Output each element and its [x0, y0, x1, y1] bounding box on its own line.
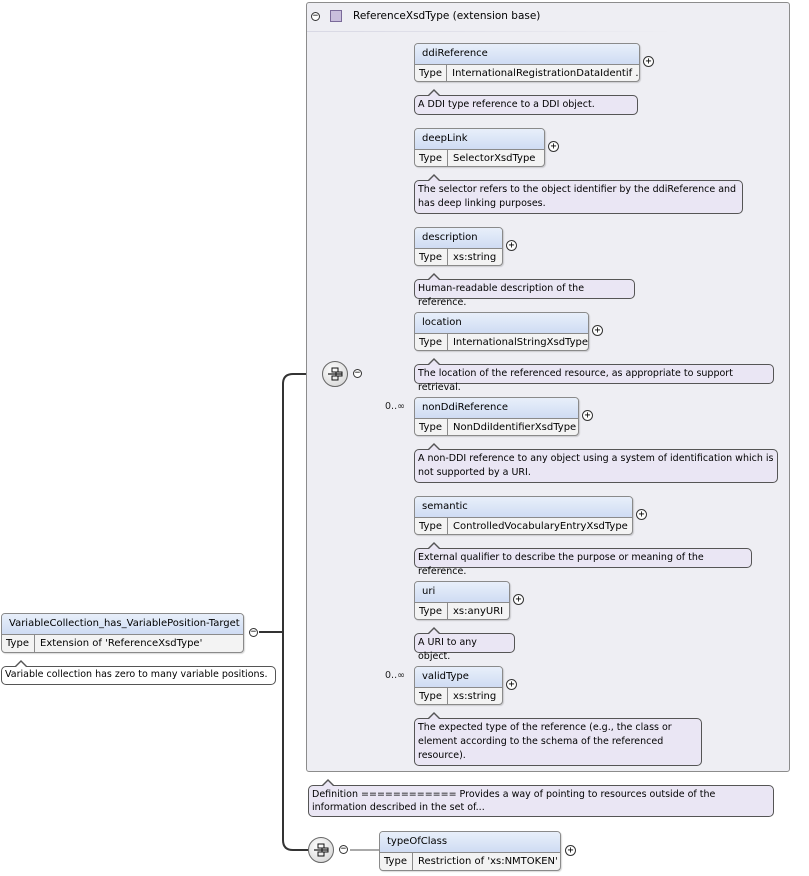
sequence-collapse-button[interactable]: − [353, 368, 362, 378]
sequence-compositor-icon-2[interactable] [308, 837, 334, 863]
element-name: validType [415, 667, 502, 688]
expand-button-description[interactable]: + [506, 240, 517, 251]
element-description: A URI to any object. [414, 627, 515, 662]
expand-button-uri[interactable]: + [513, 594, 524, 605]
element-description: Human-readable description of the refere… [414, 273, 635, 308]
element-name: semantic [415, 497, 632, 518]
element-box-nonDdiReference[interactable]: nonDdiReference Type NonDdiIdentifierXsd… [414, 397, 579, 436]
element-type-label: Type [415, 603, 448, 619]
element-type-label: Type [415, 249, 448, 265]
cardinality-label: 0..∞ [385, 401, 405, 412]
element-name: ddiReference [415, 44, 639, 65]
group-header-divider [307, 31, 677, 32]
element-type-label: Type [415, 688, 448, 704]
element-description: The expected type of the reference (e.g.… [414, 712, 702, 766]
element-description: A DDI type reference to a DDI object. [414, 89, 638, 115]
cardinality-label: 0..∞ [385, 670, 405, 681]
root-description: Variable collection has zero to many var… [1, 660, 276, 685]
element-description: A non-DDI reference to any object using … [414, 443, 778, 483]
element-type-value: xs:anyURI [453, 606, 504, 617]
element-name: uri [415, 582, 509, 603]
root-collapse-button[interactable]: − [249, 627, 258, 637]
root-element-name: VariableCollection_has_VariablePosition-… [2, 614, 243, 635]
expand-button-deepLink[interactable]: + [548, 141, 559, 152]
element-type-value: xs:string [453, 691, 497, 702]
typeofclass-name: typeOfClass [380, 832, 560, 853]
group-title: ReferenceXsdType (extension base) [353, 10, 541, 22]
group-header: − ReferenceXsdType (extension base) [307, 3, 789, 32]
expand-button-validType[interactable]: + [506, 679, 517, 690]
sequence-compositor-icon[interactable] [322, 361, 348, 387]
root-type-value: Extension of 'ReferenceXsdType' [40, 638, 203, 649]
typeofclass-type-label: Type [380, 853, 413, 870]
element-type-value: InternationalStringXsdType [452, 337, 588, 348]
element-type-value: ControlledVocabularyEntryXsdType [453, 521, 628, 532]
element-type-value: xs:string [453, 252, 497, 263]
expand-button-ddiReference[interactable]: + [643, 56, 654, 67]
element-type-value: NonDdiIdentifierXsdType [453, 422, 577, 433]
element-type-label: Type [415, 518, 448, 534]
element-name: nonDdiReference [415, 398, 578, 419]
element-box-ddiReference[interactable]: ddiReference Type InternationalRegistrat… [414, 43, 640, 82]
element-type-label: Type [415, 334, 448, 350]
sequence-glyph [328, 367, 343, 381]
root-element-box[interactable]: VariableCollection_has_VariablePosition-… [1, 613, 244, 653]
element-box-uri[interactable]: uri Type xs:anyURI [414, 581, 510, 620]
root-type-label: Type [2, 635, 35, 652]
element-box-deepLink[interactable]: deepLink Type SelectorXsdType [414, 128, 545, 167]
element-description: The selector refers to the object identi… [414, 174, 743, 214]
definition-annotation: Definition ============ Provides a way o… [308, 779, 774, 817]
sequence-glyph [314, 843, 329, 857]
element-type-label: Type [415, 419, 448, 435]
element-type-value: InternationalRegistrationDataIdentif ... [452, 68, 639, 79]
element-type-value: SelectorXsdType [453, 153, 536, 164]
element-name: deepLink [415, 129, 544, 150]
element-type-label: Type [415, 150, 448, 166]
typeofclass-expand-button[interactable]: + [565, 845, 576, 856]
expand-button-nonDdiReference[interactable]: + [582, 410, 593, 421]
element-name: description [415, 228, 502, 249]
typeofclass-type-value: Restriction of 'xs:NMTOKEN' [418, 856, 558, 867]
sequence-collapse-button-2[interactable]: − [339, 844, 348, 854]
complex-type-icon [330, 10, 342, 22]
extension-base-group: − ReferenceXsdType (extension base) [306, 2, 790, 772]
group-collapse-button[interactable]: − [311, 11, 320, 21]
element-name: location [415, 313, 588, 334]
element-description: External qualifier to describe the purpo… [414, 542, 752, 577]
element-box-description[interactable]: description Type xs:string [414, 227, 503, 266]
expand-button-location[interactable]: + [592, 325, 603, 336]
element-box-semantic[interactable]: semantic Type ControlledVocabularyEntryX… [414, 496, 633, 535]
element-box-validType[interactable]: validType Type xs:string [414, 666, 503, 705]
element-box-location[interactable]: location Type InternationalStringXsdType [414, 312, 589, 351]
element-description: The location of the referenced resource,… [414, 358, 774, 393]
typeofclass-element-box[interactable]: typeOfClass Type Restriction of 'xs:NMTO… [379, 831, 561, 871]
expand-button-semantic[interactable]: + [636, 509, 647, 520]
element-type-label: Type [415, 65, 448, 81]
